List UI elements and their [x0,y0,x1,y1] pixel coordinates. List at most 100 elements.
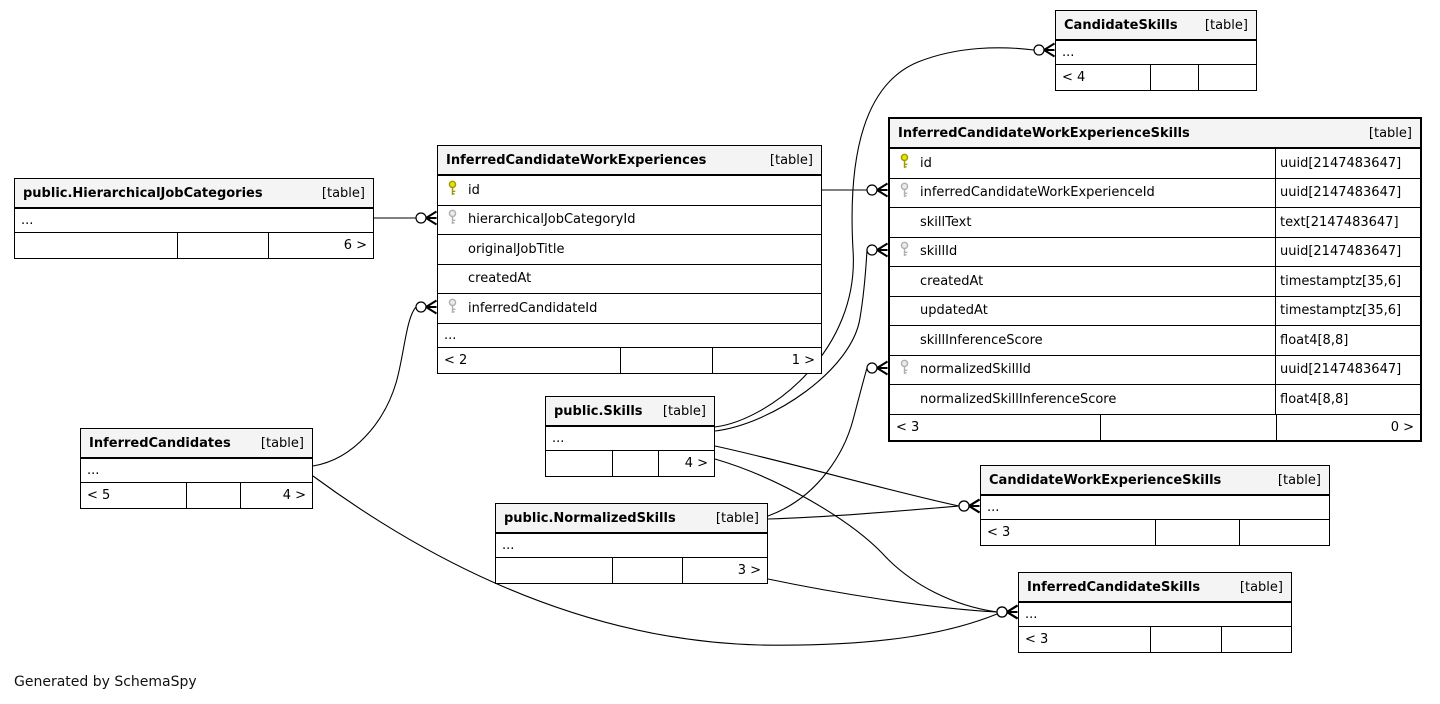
table-tag: [table] [1204,17,1248,33]
relationship-count-row: 3 > [496,557,767,583]
column-type: uuid[2147483647] [1275,355,1420,384]
table-node-inferredcandidateskills[interactable]: InferredCandidateSkills[table]...< 3 [1018,572,1292,653]
table-header[interactable]: public.HierarchicalJobCategories [table] [15,179,373,208]
relationship-count-cell [1154,520,1240,545]
table-tag: [table] [321,185,365,201]
column-row-normalizedskillid: normalizedSkillId uuid[2147483647] [890,354,1420,384]
more-columns-row: ... [546,426,714,450]
table-header[interactable]: CandidateSkills [table] [1056,11,1256,40]
table-name[interactable]: public.NormalizedSkills [504,510,676,526]
table-tag: [table] [769,152,813,168]
generator-credit: Generated by SchemaSpy [14,674,197,690]
relationship-count-cell: < 4 [1062,70,1086,85]
table-name[interactable]: InferredCandidateWorkExperiences [446,152,707,168]
table-name[interactable]: public.HierarchicalJobCategories [23,185,263,201]
key-icon-cell [438,209,468,230]
column-name: normalizedSkillInferenceScore [920,391,1117,407]
column-type: float4[8,8] [1275,326,1420,355]
fk-edge-public-normalizedskills--candidateworkexperienceskills [767,498,981,520]
more-columns-row: ... [15,208,373,232]
fk-edge-public-hierarchicaljobcategories--inferredcandidateworkexperiences-hierarchicaljobcategoryid [374,210,438,226]
table-name[interactable]: CandidateSkills [1064,17,1178,33]
relationship-count-cell [612,558,682,583]
more-columns-row: ... [1056,40,1256,64]
primary-key-icon [447,180,458,201]
table-name[interactable]: InferredCandidates [89,435,231,451]
table-header[interactable]: CandidateWorkExperienceSkills[table] [981,466,1329,495]
column-row-id: id [438,175,821,205]
table-name[interactable]: public.Skills [554,403,643,419]
column-name: id [920,155,932,171]
relationship-count-row: < 3 [1019,626,1291,652]
relationship-count-cell: 1 > [711,347,821,373]
zero-or-one-marker [866,362,878,374]
table-node-candidateskills[interactable]: CandidateSkills [table]... < 4 [1055,10,1257,91]
more-columns-row: ... [81,458,312,482]
relationship-count-row: < 3 [981,519,1329,545]
relationship-count-cell [1221,627,1291,652]
relationship-count-cell: < 5 [87,488,111,503]
relationship-count-cell [496,558,612,583]
key-icon-cell [438,180,468,201]
table-tag: [table] [662,403,706,419]
column-name: id [468,182,480,198]
zero-or-one-marker [958,500,970,512]
fk-edge-public-normalizedskills--inferredcandidateworkexperienceskills-normalizedskillid [767,360,889,517]
crows-foot-marker [1043,42,1056,51]
relationship-count-cell: < 2 [444,352,468,368]
table-node-inferredcandidateworkexperienceskills[interactable]: InferredCandidateWorkExperienceSkills[ta… [888,117,1422,442]
table-node-public-hierarchicaljobcategories[interactable]: public.HierarchicalJobCategories [table].… [14,178,374,259]
relationship-count-cell: 6 > [267,233,373,258]
relationship-count-row: 4 > [546,450,714,476]
crows-foot-marker [876,249,889,258]
table-header[interactable]: public.Skills [table] [546,397,714,426]
fk-edge-public-normalizedskills--inferredcandidateskills [767,578,1019,620]
column-type: uuid[2147483647] [1275,237,1420,266]
table-header[interactable]: InferredCandidateWorkExperienceSkills[ta… [890,119,1420,148]
crows-foot-marker [876,182,889,191]
crows-foot-marker [425,306,438,315]
column-type: timestamptz[35,6] [1275,267,1420,296]
fk-edge-inferredcandidateworkexperiences-id--inferredcandidateworkexperienceskills-inferredcandidateworkexperienceid [822,182,889,198]
table-name[interactable]: InferredCandidateWorkExperienceSkills [898,125,1190,141]
table-header[interactable]: InferredCandidates[table] [81,429,312,458]
column-name: createdAt [468,271,532,287]
crows-foot-marker [1006,604,1019,613]
column-name: normalizedSkillId [920,362,1031,378]
table-header[interactable]: public.NormalizedSkills[table] [496,504,767,533]
more-columns-row: ... [1019,602,1291,626]
table-name[interactable]: InferredCandidateSkills [1027,579,1201,595]
column-name: originalJobTitle [468,241,565,257]
relationship-count-cell: < 3 [987,525,1011,540]
crows-foot-marker [968,498,981,507]
column-name: updatedAt [920,303,988,319]
crows-foot-marker [425,299,438,308]
column-row-originaljobtitle: originalJobTitle [438,234,821,264]
column-row-hierarchicaljobcategoryid: hierarchicalJobCategoryId [438,204,821,235]
relationship-count-cell [1239,520,1329,545]
table-node-public-skills[interactable]: public.Skills [table]...4 > [545,396,715,477]
relationship-count-cell [620,347,712,373]
zero-or-one-marker [1033,44,1045,56]
table-header[interactable]: InferredCandidateSkills[table] [1019,573,1291,602]
fk-edge-public-skills--inferredcandidateworkexperienceskills-skillid [714,242,889,432]
table-node-inferredcandidateworkexperiences[interactable]: InferredCandidateWorkExperiences [table] i… [437,145,822,374]
table-name[interactable]: CandidateWorkExperienceSkills [989,472,1222,488]
table-node-public-normalizedskills[interactable]: public.NormalizedSkills[table]...3 > [495,503,768,584]
foreign-key-icon [447,298,458,319]
table-header[interactable]: InferredCandidateWorkExperiences [table] [438,146,821,175]
crows-foot-marker [876,242,889,251]
table-node-candidateworkexperienceskills[interactable]: CandidateWorkExperienceSkills[table]...<… [980,465,1330,546]
relationship-count-cell [546,451,612,476]
key-icon-cell [890,182,920,203]
foreign-key-icon [447,209,458,230]
column-row-createdat: createdAt [438,263,821,294]
